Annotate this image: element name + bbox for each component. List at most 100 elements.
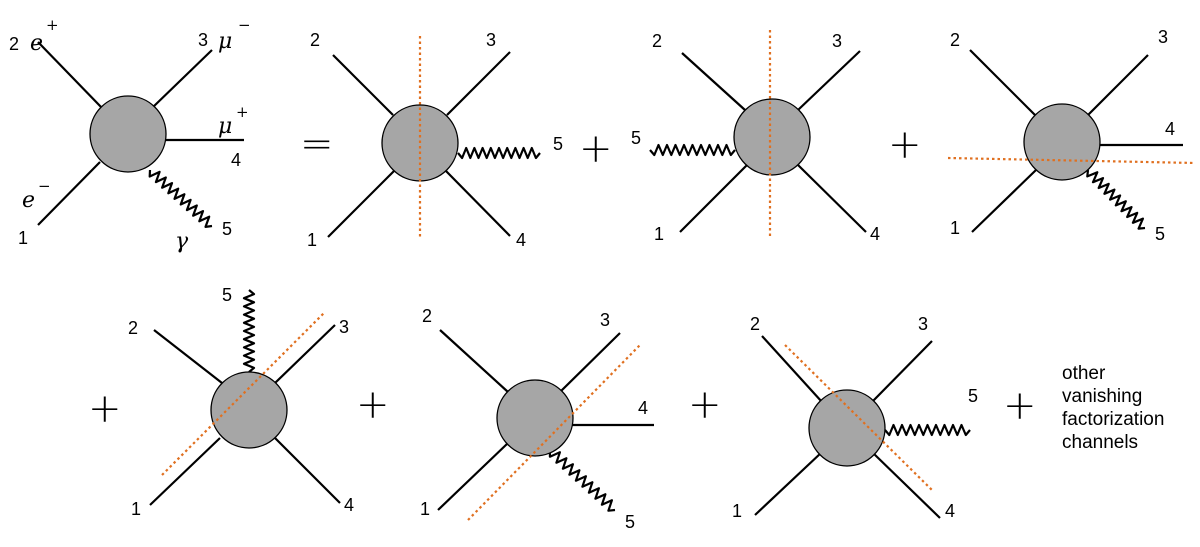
leg-1 <box>971 169 1037 233</box>
leg-2 <box>761 335 823 403</box>
diagram-channel-5: 2 3 4 1 5 <box>420 306 654 532</box>
leg-2 <box>439 329 509 393</box>
label-4: 4 <box>344 495 354 515</box>
leg-3 <box>797 50 861 111</box>
label-3: 3 <box>198 30 208 50</box>
label-1: 1 <box>732 501 742 521</box>
label-5: 5 <box>625 512 635 532</box>
label-2: 2 <box>9 34 19 54</box>
leg-4 <box>871 451 941 519</box>
leg-1 <box>679 164 748 233</box>
photon-leg-5 <box>242 289 256 373</box>
leg-1 <box>37 161 101 226</box>
label-2: 2 <box>310 30 320 50</box>
label-e-plus: e <box>30 31 43 56</box>
amplitude-blob <box>89 95 167 173</box>
label-mu-plus-sup: + <box>236 103 249 121</box>
amplitude-blob <box>210 371 288 449</box>
label-gamma: γ <box>175 229 189 254</box>
label-5: 5 <box>631 128 641 148</box>
label-2: 2 <box>750 314 760 334</box>
label-3: 3 <box>832 31 842 51</box>
label-1: 1 <box>420 499 430 519</box>
diagram-channel-2: 2 3 5 1 4 <box>631 30 880 244</box>
leg-1 <box>437 442 509 511</box>
label-1: 1 <box>950 218 960 238</box>
label-5: 5 <box>222 285 232 305</box>
photon-leg-5 <box>884 423 971 437</box>
plus-sign: + <box>88 386 122 432</box>
leg-3 <box>151 49 213 109</box>
label-e-minus-sup: − <box>38 177 51 195</box>
leg-1 <box>327 169 396 238</box>
label-2: 2 <box>128 318 138 338</box>
label-3: 3 <box>1158 27 1168 47</box>
leg-3 <box>871 340 933 403</box>
diagram-channel-4: 5 2 3 1 4 <box>128 285 354 519</box>
note-line: other <box>1062 363 1106 384</box>
label-1: 1 <box>654 224 664 244</box>
label-e-minus: e <box>22 188 35 213</box>
label-e-plus-sup: + <box>46 16 59 34</box>
label-mu-minus-sup: − <box>238 16 251 34</box>
plus-sign: + <box>579 126 613 172</box>
amplitude-blob <box>733 98 811 176</box>
label-4: 4 <box>638 398 648 418</box>
label-mu-minus: μ <box>218 29 232 54</box>
amplitude-blob <box>808 389 886 467</box>
label-2: 2 <box>652 31 662 51</box>
label-1: 1 <box>18 228 28 248</box>
note-line: factorization <box>1062 409 1165 430</box>
leg-1 <box>149 437 221 506</box>
label-5: 5 <box>553 134 563 154</box>
label-4: 4 <box>516 230 526 250</box>
photon-leg-5 <box>457 146 541 160</box>
photon-leg-5 <box>548 449 616 512</box>
leg-3 <box>446 51 511 116</box>
label-4: 4 <box>1165 119 1175 139</box>
diagram-amplitude: 2 e + 3 μ − μ + 4 e − 1 γ 5 <box>9 16 251 254</box>
label-3: 3 <box>918 314 928 334</box>
factorization-cut <box>784 344 933 491</box>
note-line: vanishing <box>1062 386 1143 407</box>
label-4: 4 <box>870 224 880 244</box>
label-1: 1 <box>131 499 141 519</box>
leg-2 <box>37 41 103 109</box>
leg-3 <box>274 324 336 384</box>
label-4: 4 <box>231 150 241 170</box>
factorization-cut <box>467 344 641 521</box>
leg-4 <box>444 169 511 237</box>
label-5: 5 <box>968 386 978 406</box>
label-2: 2 <box>950 30 960 50</box>
label-4: 4 <box>945 501 955 521</box>
label-1: 1 <box>307 230 317 250</box>
diagram-channel-6: 2 3 5 1 4 <box>732 314 978 521</box>
leg-2 <box>969 49 1036 116</box>
plus-sign: + <box>688 382 722 428</box>
label-3: 3 <box>339 317 349 337</box>
factorization-cut <box>947 156 1196 165</box>
leg-2 <box>332 54 394 116</box>
plus-sign: + <box>1003 383 1037 429</box>
amplitude-blob <box>496 379 574 457</box>
leg-4 <box>274 437 341 504</box>
photon-leg-5 <box>148 169 213 228</box>
note-line: channels <box>1062 432 1139 453</box>
leg-4 <box>797 164 867 233</box>
label-3: 3 <box>600 310 610 330</box>
plus-sign: + <box>888 122 922 168</box>
photon-leg-5 <box>649 143 736 157</box>
leg-3 <box>1087 54 1149 116</box>
other-channels-note: other vanishing factorization channels <box>1062 362 1164 454</box>
label-2: 2 <box>422 306 432 326</box>
equals-sign: = <box>300 121 334 167</box>
label-5: 5 <box>1155 224 1165 244</box>
label-5: 5 <box>222 219 232 239</box>
label-3: 3 <box>486 30 496 50</box>
leg-1 <box>754 451 823 516</box>
amplitude-blob <box>1023 103 1101 181</box>
diagram-channel-1: 2 3 5 1 4 <box>307 30 563 250</box>
label-mu-plus: μ <box>218 114 232 139</box>
